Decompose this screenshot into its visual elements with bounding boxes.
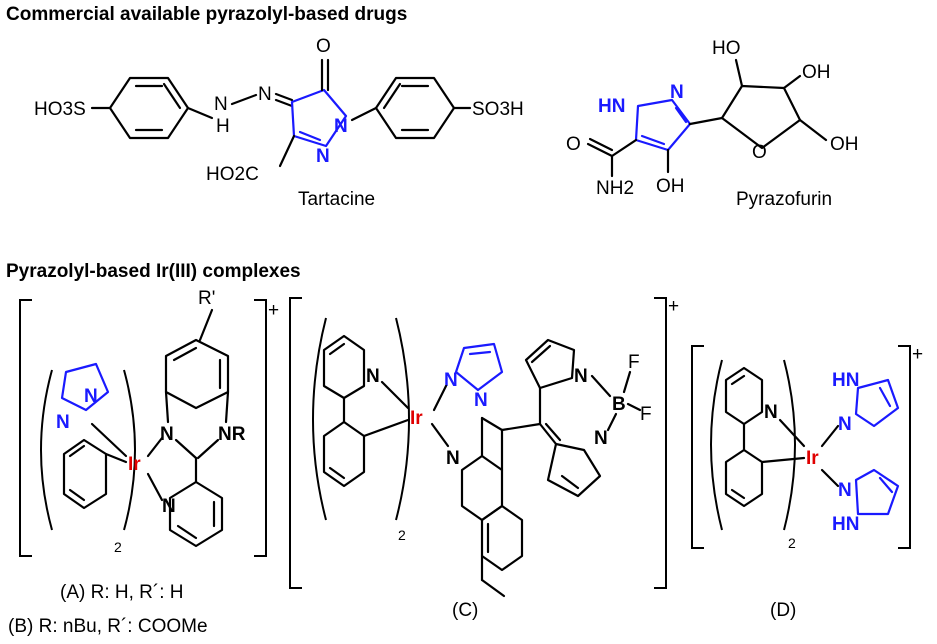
pyrazofurin-hn: HN xyxy=(598,96,625,117)
tartacine-ring-n1: N xyxy=(334,116,348,137)
complex-c-label: (C) xyxy=(452,600,478,621)
complex-ab-ir: Ir xyxy=(128,454,141,475)
pyrazofurin-oh-bottom: OH xyxy=(656,176,685,197)
pyrazofurin-n: N xyxy=(670,82,684,103)
complex-ab-pz-n2: N xyxy=(56,412,70,433)
drugs-heading: Commercial available pyrazolyl-based dru… xyxy=(6,4,407,25)
tartacine-ring-n2: N xyxy=(316,146,330,167)
complex-c-pz-n2: N xyxy=(474,390,488,411)
complex-c-pz-n1: N xyxy=(444,370,458,391)
complex-d-py-n: N xyxy=(764,402,778,423)
complex-c-isoq-n: N xyxy=(446,448,460,469)
tartacine-so3h-left: HO3S xyxy=(34,99,86,120)
pyrazofurin-ring-o: O xyxy=(752,142,767,163)
complex-d-pz1-hn: HN xyxy=(832,370,859,391)
complex-b-label: (B) R: nBu, R´: COOMe xyxy=(8,616,208,637)
pyrazofurin-oh-top1: HO xyxy=(712,38,741,59)
complex-c-boron: B xyxy=(612,394,626,415)
complex-c-structure: + 2 N Ir N N N N xyxy=(289,296,679,598)
complex-d-label: (D) xyxy=(770,600,796,621)
tartacine-n-imine: N xyxy=(258,84,272,105)
complex-c-charge: + xyxy=(668,296,679,317)
complex-a-b-structure: + 2 N N Ir R' N NR N xyxy=(19,288,279,557)
complex-ab-pz-n1: N xyxy=(84,386,98,407)
complex-d-pz1-n: N xyxy=(838,414,852,435)
tartacine-acid: HO2C xyxy=(206,164,259,185)
complex-c-subscript: 2 xyxy=(398,527,406,543)
complex-c-f1: F xyxy=(628,352,640,373)
complex-ab-py-n: N xyxy=(162,496,176,517)
tartacine-nh-n: N xyxy=(214,94,228,115)
complex-a-label: (A) R: H, R´: H xyxy=(60,582,184,603)
tartacine-nh-h: H xyxy=(216,116,230,137)
pyrazofurin-oh-top2: OH xyxy=(802,62,831,83)
tartacine-carbonyl-o: O xyxy=(316,36,331,57)
complex-ab-subscript: 2 xyxy=(114,539,122,555)
complex-d-structure: + 2 N Ir HN N N HN xyxy=(691,344,923,551)
complex-d-pz2-n: N xyxy=(838,480,852,501)
complex-ab-bim-n: N xyxy=(160,424,174,445)
complex-ab-r-prime: R' xyxy=(198,288,215,309)
complex-c-bodipy-n1: N xyxy=(574,366,588,387)
tartacine-structure: HO3S N H N O N N HO2C SO3H Tartacine xyxy=(34,36,524,210)
pyrazofurin-oh-right: OH xyxy=(830,134,859,155)
complex-c-py-n: N xyxy=(366,366,380,387)
tartacine-name: Tartacine xyxy=(298,189,375,210)
complexes-heading: Pyrazolyl-based Ir(III) complexes xyxy=(6,261,301,282)
complex-d-charge: + xyxy=(912,344,923,365)
pyrazofurin-amide-n: NH2 xyxy=(596,178,634,199)
complex-c-f2: F xyxy=(640,404,652,425)
complex-c-ir: Ir xyxy=(410,408,423,429)
complex-c-bodipy-n2: N xyxy=(594,428,608,449)
complex-d-pz2-hn: HN xyxy=(832,514,859,535)
pyrazofurin-structure: HN N O HO OH OH OH O NH2 Pyrazofurin xyxy=(566,38,859,210)
tartacine-so3h-right: SO3H xyxy=(472,99,524,120)
pyrazofurin-amide-o: O xyxy=(566,134,581,155)
complex-ab-charge: + xyxy=(268,300,279,321)
complex-d-ir: Ir xyxy=(806,448,819,469)
complex-d-subscript: 2 xyxy=(788,535,796,551)
pyrazofurin-name: Pyrazofurin xyxy=(736,189,832,210)
complex-ab-bim-nr: NR xyxy=(218,424,246,445)
